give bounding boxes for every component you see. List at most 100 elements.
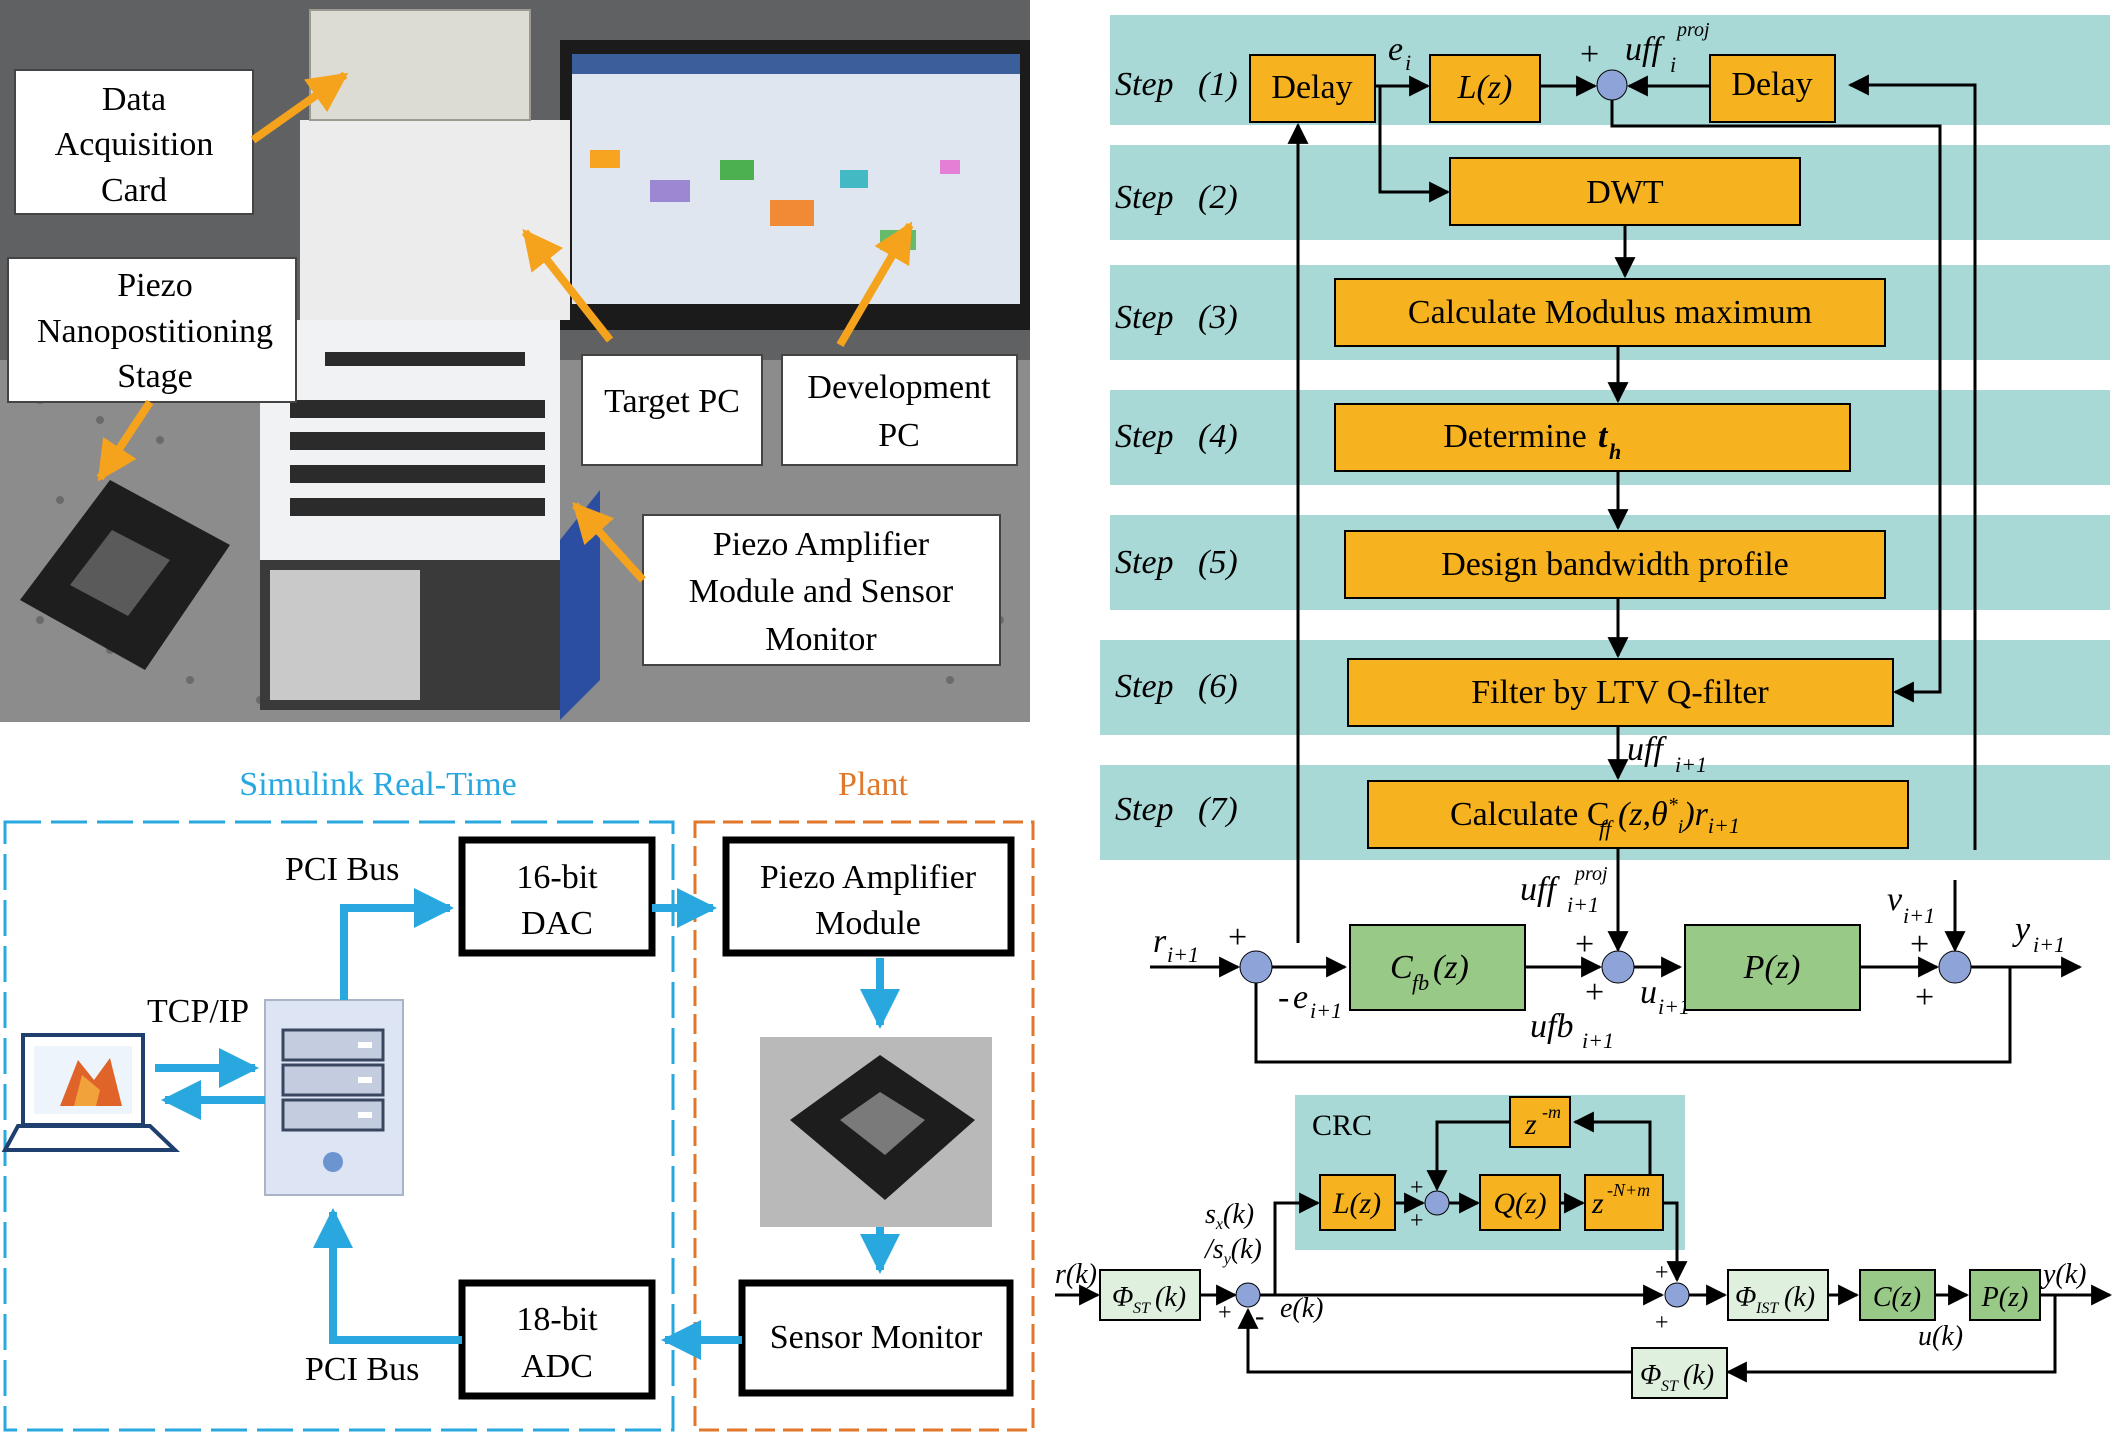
phi-st-1-k: (k)	[1155, 1282, 1186, 1313]
uff-next-label: uff	[1627, 731, 1667, 768]
minus-e: -	[1278, 979, 1289, 1016]
phi-ist-label: Φ	[1735, 1282, 1756, 1313]
callout-target-pc: Target PC	[581, 354, 763, 466]
step-3-num: (3)	[1198, 299, 1238, 336]
crc-r-label: r(k)	[1055, 1259, 1097, 1290]
step-2-num: (2)	[1198, 179, 1238, 216]
callout-amp-arrow	[572, 502, 646, 583]
callout-dev-line-2: PC	[878, 417, 920, 454]
uff-i-proj: proj	[1675, 19, 1710, 41]
line-to-qfilter	[1610, 100, 1942, 703]
stage-photo	[760, 1037, 992, 1227]
th-label: t	[1598, 418, 1609, 455]
determine-block	[1334, 403, 1851, 472]
r-label: r	[1153, 923, 1167, 960]
tcpip-label: TCP/IP	[147, 993, 249, 1030]
delay-2-label: Delay	[1731, 66, 1812, 103]
determine-label: Determine	[1443, 418, 1587, 455]
step-1-num: (1)	[1198, 66, 1238, 103]
ufb-sub: i+1	[1582, 1028, 1614, 1053]
cz-block	[1859, 1269, 1936, 1321]
amp-line-1: Piezo Amplifier	[760, 859, 977, 896]
phi-st-2-sub: ST	[1661, 1378, 1679, 1395]
dwt-block	[1449, 157, 1801, 226]
lz-block	[1429, 54, 1541, 123]
plant-title: Plant	[838, 766, 908, 803]
dac-line-2: DAC	[521, 905, 593, 942]
zm-sup: -m	[1542, 1102, 1561, 1122]
uff-i-sub: i	[1670, 52, 1676, 77]
crc-sum-node	[1424, 1190, 1450, 1216]
crc-title: CRC	[1312, 1109, 1372, 1142]
crc-plus-1: +	[1410, 1175, 1424, 1201]
phi-ist-sub: IST	[1755, 1300, 1779, 1317]
callout-target-arrow	[521, 228, 614, 343]
server-icon	[264, 999, 404, 1196]
crc-arrow-zn-sum2	[1663, 1201, 1688, 1283]
callout-stage: Piezo Nanopostitioning Stage	[7, 257, 297, 403]
delay-block-2	[1709, 54, 1836, 123]
crc-lz-label: L(z)	[1332, 1187, 1381, 1220]
laptop-icon	[1, 1033, 180, 1152]
crc-arrow-zm-sum	[1426, 1120, 1510, 1192]
zm-label: z	[1524, 1108, 1537, 1141]
step-1-word: Step	[1115, 66, 1174, 103]
cz-label: C(z)	[1873, 1282, 1921, 1313]
callout-daq-line-1: Data	[102, 81, 166, 118]
phi-st-2-label: Φ	[1640, 1360, 1661, 1391]
sensor-label: Sensor Monitor	[770, 1319, 983, 1356]
crc-line-feedback-sum	[1237, 1307, 1632, 1374]
uff-proj-sub: i+1	[1567, 892, 1599, 917]
calc-cff-label: Calculate C	[1450, 796, 1610, 833]
crc-plus-2: +	[1410, 1208, 1424, 1234]
callout-stage-line-1: Piezo	[117, 267, 193, 304]
uff-proj-label: uff	[1520, 871, 1560, 908]
zn-sup: -N+m	[1607, 1180, 1650, 1200]
line-y-feedback	[1254, 967, 2012, 1064]
svg-text:/sy(k): /sy(k)	[1203, 1234, 1262, 1268]
step-4-word: Step	[1115, 418, 1174, 455]
phi-ist-block	[1727, 1269, 1829, 1321]
arrow-ei-dwt	[1378, 86, 1451, 203]
callout-stage-line-3: Stage	[117, 358, 193, 395]
pz-block	[1684, 924, 1861, 1011]
sum-node-step1	[1596, 69, 1628, 101]
y-label: y	[2012, 911, 2031, 948]
callout-amp-line-1: Piezo Amplifier	[713, 526, 930, 563]
step-7-word: Step	[1115, 791, 1174, 828]
srt-title: Simulink Real-Time	[239, 766, 516, 803]
callout-stage-line-2: Nanopostitioning	[37, 313, 273, 350]
phi-st-2-k: (k)	[1683, 1360, 1714, 1391]
sx-sub: x	[1215, 1216, 1223, 1233]
crc-y-label: y(k)	[2040, 1259, 2087, 1290]
step-4-num: (4)	[1198, 418, 1238, 455]
crc-u-label: u(k)	[1918, 1321, 1963, 1352]
delay-block-1	[1249, 54, 1376, 123]
u-label: u	[1640, 974, 1657, 1011]
plus-r: +	[1228, 919, 1247, 956]
e-sub: i+1	[1310, 998, 1342, 1023]
server-to-dac-arrow	[340, 888, 454, 1000]
th-sub: h	[1609, 439, 1621, 464]
step-5-num: (5)	[1198, 544, 1238, 581]
crc-e-label: e(k)	[1280, 1293, 1324, 1324]
zm-block	[1509, 1096, 1571, 1148]
callout-dev-arrow	[836, 221, 914, 348]
pci-bus-top-label: PCI Bus	[285, 851, 399, 888]
adc-line-2: ADC	[521, 1348, 593, 1385]
sy-label: /s	[1203, 1234, 1224, 1265]
crc-line-e-lz	[1273, 1192, 1321, 1295]
dwt-label: DWT	[1586, 174, 1664, 211]
callout-daq-line-2: Acquisition	[55, 126, 214, 163]
phi-ist-k: (k)	[1784, 1282, 1815, 1313]
adc-line-1: 18-bit	[516, 1301, 598, 1338]
plus-step1: +	[1580, 36, 1599, 73]
v-label: v	[1887, 881, 1903, 918]
crc-line-y-feedback	[1725, 1295, 2057, 1383]
e-label: e	[1293, 979, 1308, 1016]
crc-lz-block	[1319, 1174, 1396, 1231]
ei-sub: i	[1405, 50, 1411, 75]
uff-i-label: uff	[1625, 31, 1665, 68]
phi-st-1-label: Φ	[1112, 1282, 1133, 1313]
phi-st-1-sub: ST	[1133, 1300, 1151, 1317]
